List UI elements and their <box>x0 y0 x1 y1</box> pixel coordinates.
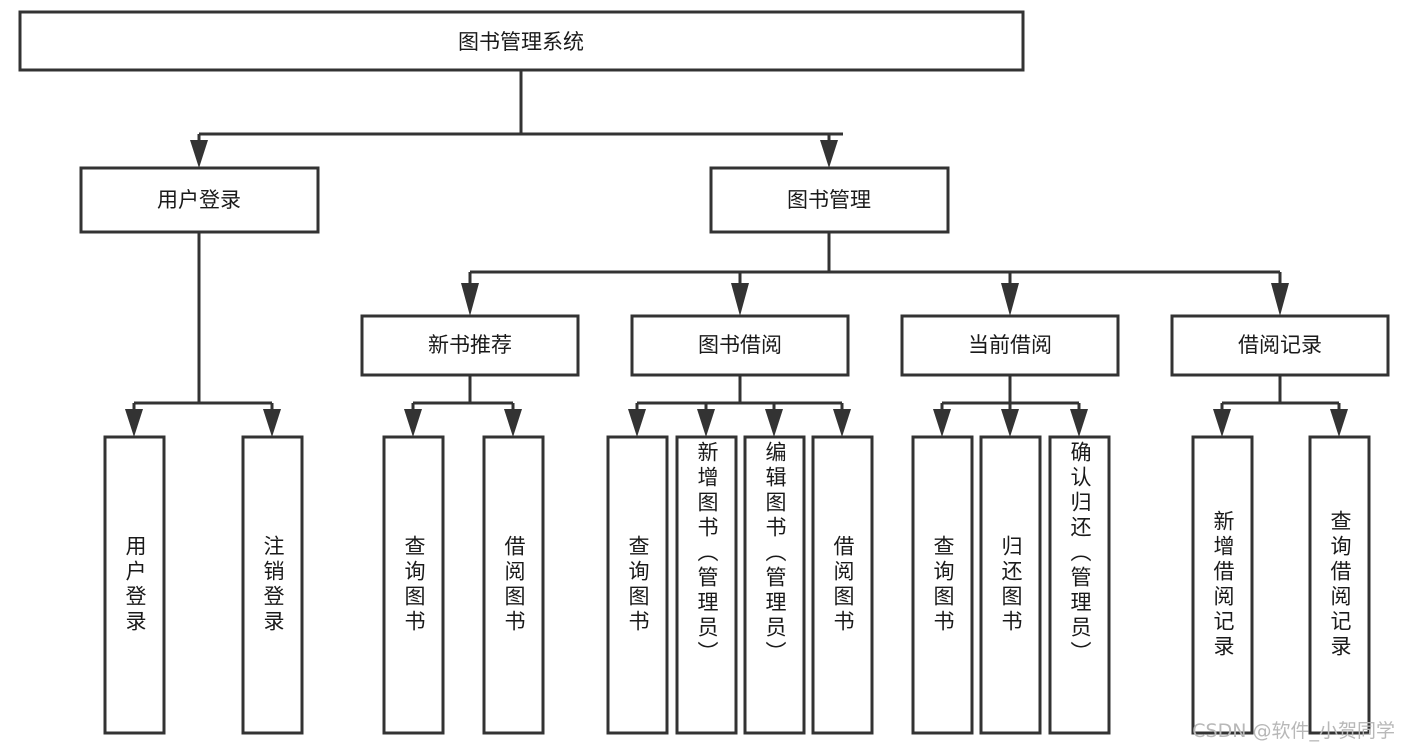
node-leaf-borrow-book-2-box[interactable] <box>811 435 874 735</box>
node-new-book-recommend[interactable]: 新书推荐 <box>360 314 580 377</box>
node-root-label: 图书管理系统 <box>458 30 584 54</box>
node-leaf-borrow-book-1-box[interactable] <box>482 435 545 735</box>
node-leaf-add-record-box[interactable] <box>1191 435 1254 735</box>
arrow-root-to-book-management-icon <box>820 140 838 168</box>
arrow-bm-to-book-borrow-icon <box>731 283 749 316</box>
node-leaf-confirm-return-box[interactable] <box>1048 435 1111 735</box>
arrow-br-leaf1-icon <box>1213 409 1231 437</box>
arrow-bm-to-new-book-recommend-icon <box>461 283 479 316</box>
node-user-login-box[interactable] <box>79 166 320 234</box>
node-leaf-user-login-box[interactable] <box>103 435 166 735</box>
arrow-user-login-to-leaf2-icon <box>263 409 281 437</box>
node-borrow-record-label: 借阅记录 <box>1238 333 1322 357</box>
connector-group-user-login <box>125 232 281 437</box>
arrow-root-to-user-login-icon <box>190 140 208 168</box>
node-current-borrow-label: 当前借阅 <box>968 333 1052 357</box>
node-root[interactable]: 图书管理系统 <box>18 10 1025 72</box>
node-book-management[interactable]: 图书管理 <box>709 166 950 234</box>
csdn-watermark: CSDN @软件_小贺同学 <box>1192 720 1395 742</box>
arrow-nbr-leaf1-icon <box>404 409 422 437</box>
arrow-nbr-leaf2-icon <box>504 409 522 437</box>
connector-group-borrow-record <box>1213 375 1348 437</box>
node-new-book-recommend-label: 新书推荐 <box>428 333 512 357</box>
arrow-user-login-to-leaf1-icon <box>125 409 143 437</box>
node-book-borrow-label: 图书借阅 <box>698 333 782 357</box>
node-book-borrow[interactable]: 图书借阅 <box>630 314 850 377</box>
node-book-management-box[interactable] <box>709 166 950 234</box>
arrow-bb-leaf4-icon <box>833 409 851 437</box>
node-user-login-label: 用户登录 <box>157 188 241 212</box>
arrow-cb-leaf1-icon <box>933 409 951 437</box>
node-leaf-edit-book-box[interactable] <box>743 435 806 735</box>
connector-group-root <box>190 70 843 168</box>
arrow-bm-to-borrow-record-icon <box>1271 283 1289 316</box>
node-book-management-label: 图书管理 <box>787 188 871 212</box>
arrow-cb-leaf3-icon <box>1070 409 1088 437</box>
node-leaf-query-book-1-box[interactable] <box>382 435 445 735</box>
connector-group-book-management <box>461 232 1289 316</box>
arrow-br-leaf2-icon <box>1330 409 1348 437</box>
node-new-book-recommend-box[interactable] <box>360 314 580 377</box>
node-leaf-add-book-box[interactable] <box>675 435 738 735</box>
node-leaf-query-book-2-box[interactable] <box>606 435 669 735</box>
arrow-bb-leaf2-icon <box>697 409 715 437</box>
node-borrow-record[interactable]: 借阅记录 <box>1170 314 1390 377</box>
node-leaf-query-record-box[interactable] <box>1308 435 1371 735</box>
node-leaf-query-book-3-box[interactable] <box>911 435 974 735</box>
node-book-borrow-box[interactable] <box>630 314 850 377</box>
node-borrow-record-box[interactable] <box>1170 314 1390 377</box>
arrow-bb-leaf3-icon <box>765 409 783 437</box>
arrow-bb-leaf1-icon <box>628 409 646 437</box>
connector-group-new-book-recommend <box>404 375 522 437</box>
node-leaf-logout-login-box[interactable] <box>241 435 304 735</box>
node-user-login[interactable]: 用户登录 <box>79 166 320 234</box>
connector-group-book-borrow <box>628 375 851 437</box>
connector-group-current-borrow <box>933 375 1088 437</box>
arrow-bm-to-current-borrow-icon <box>1001 283 1019 316</box>
arrow-cb-leaf2-icon <box>1001 409 1019 437</box>
node-current-borrow-box[interactable] <box>900 314 1120 377</box>
node-root-box[interactable] <box>18 10 1025 72</box>
node-leaf-return-book-box[interactable] <box>979 435 1042 735</box>
node-current-borrow[interactable]: 当前借阅 <box>900 314 1120 377</box>
